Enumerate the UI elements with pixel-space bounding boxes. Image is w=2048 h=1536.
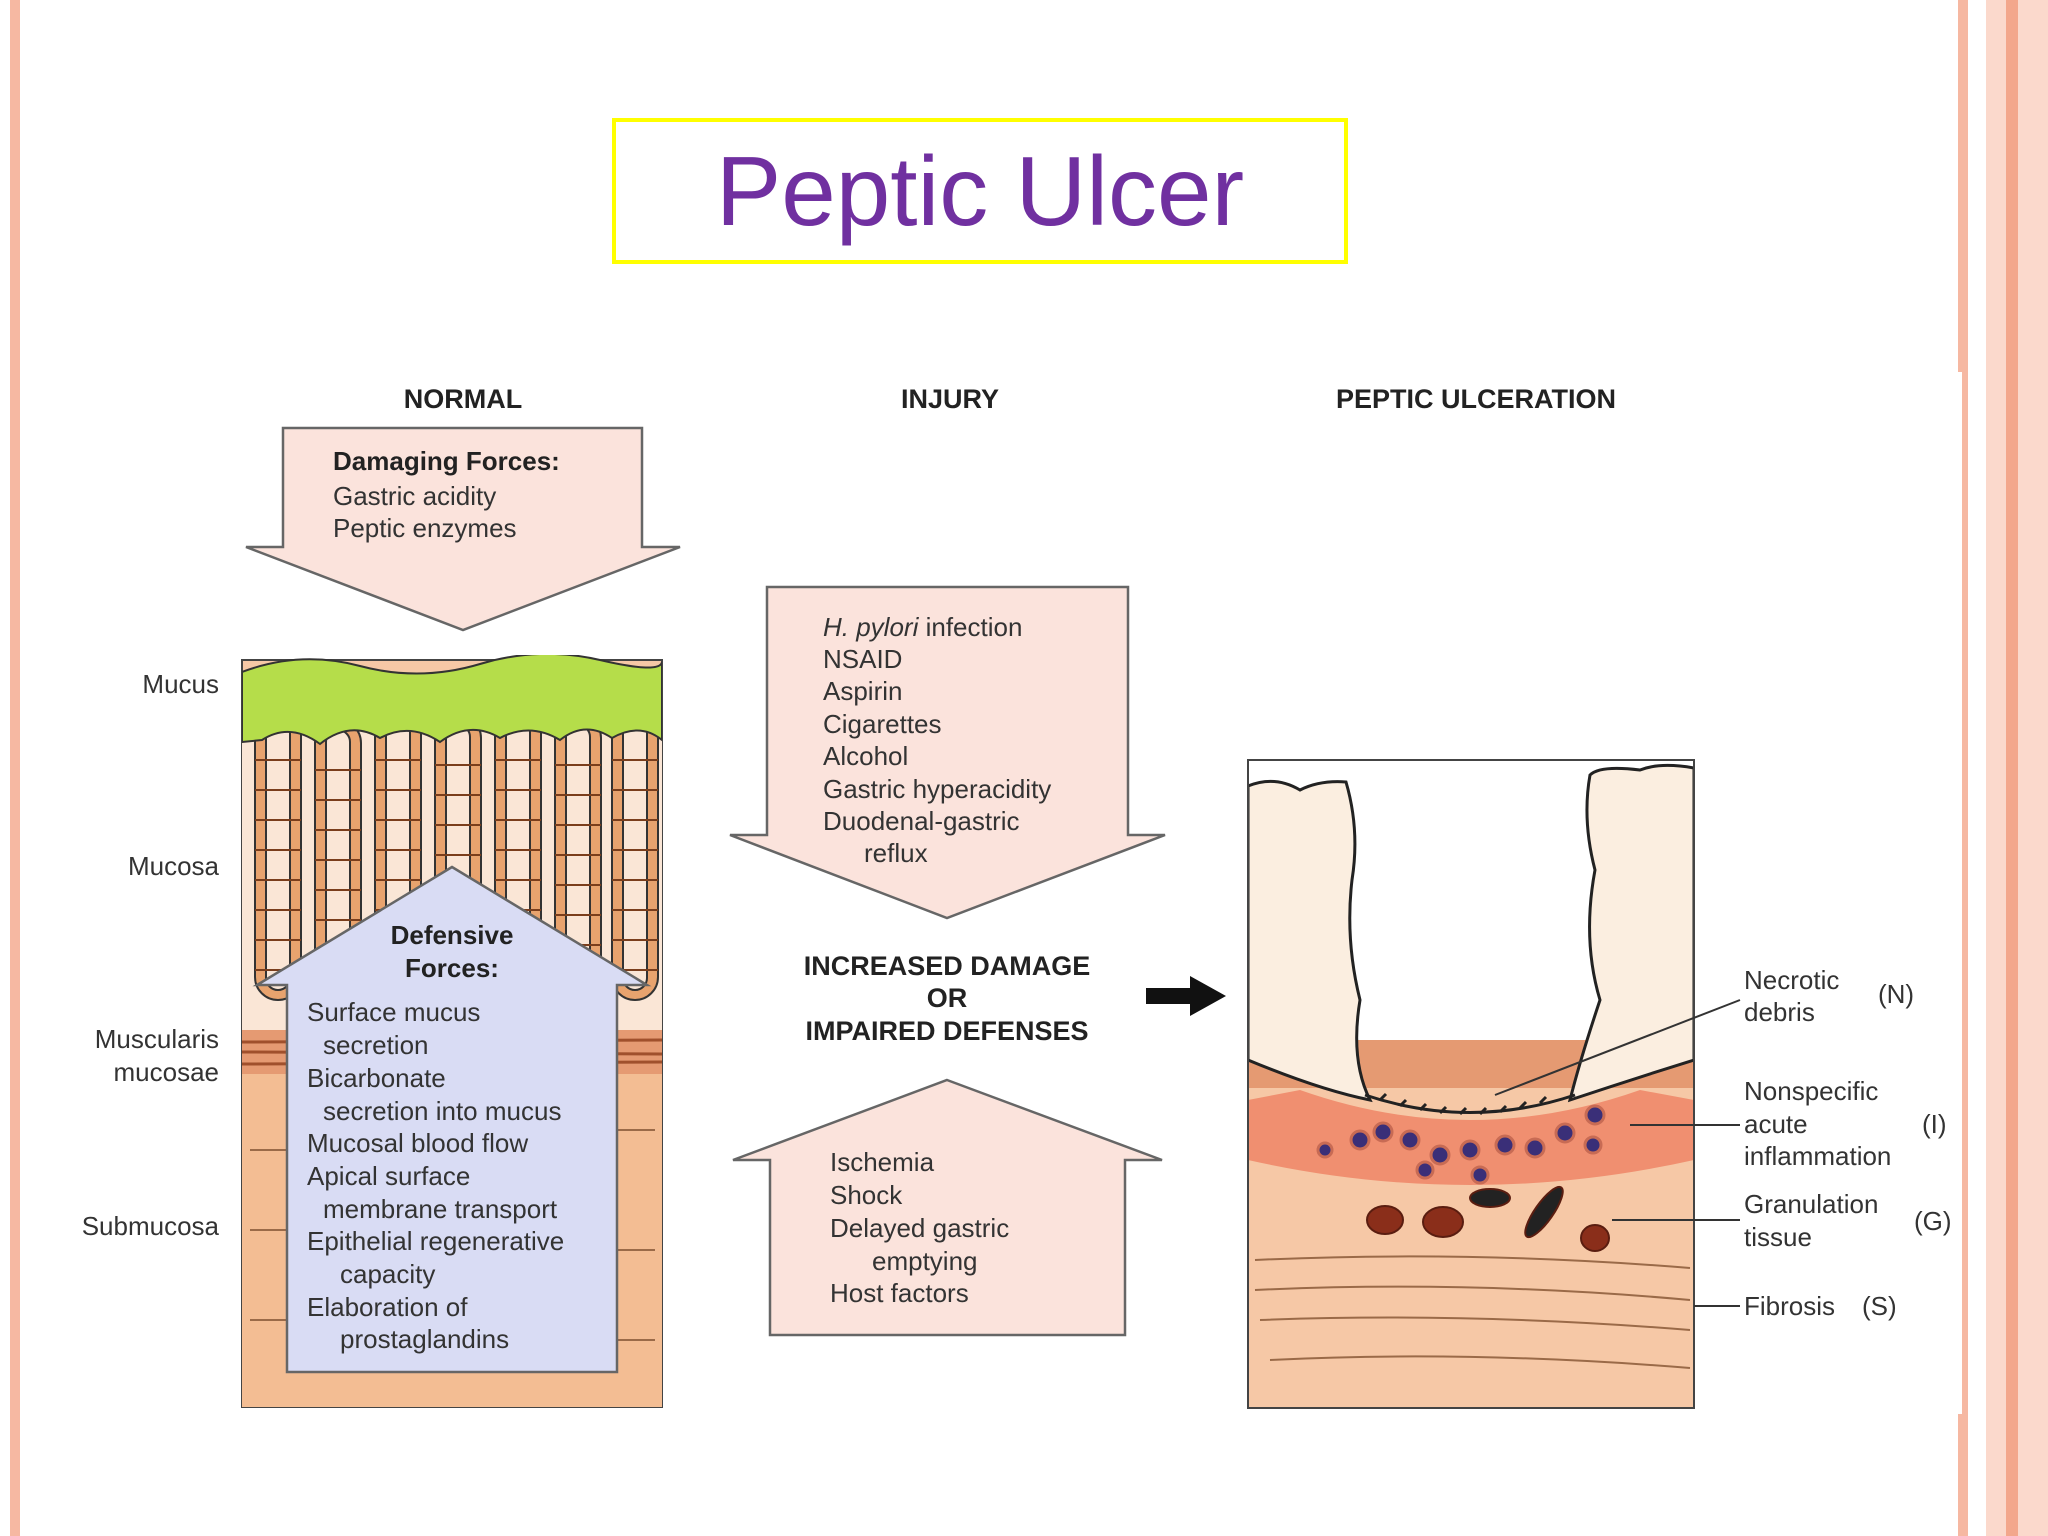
ulcer-left-wall <box>1248 779 1373 1103</box>
damaging-forces-heading: Damaging Forces: <box>333 446 560 476</box>
injury-bottom-line: emptying <box>872 1246 978 1276</box>
damaging-forces-arrow <box>245 426 681 632</box>
label-fibrosis: Fibrosis <box>1744 1291 1835 1321</box>
ulcer-right-wall <box>1567 763 1694 1103</box>
ulcer-tissue-block <box>1247 759 1695 1409</box>
defensive-line: Apical surface <box>307 1161 470 1191</box>
defensive-line: Elaboration of <box>307 1292 468 1322</box>
middle-text-line-1: INCREASED DAMAGE <box>804 951 1091 981</box>
defensive-line: Bicarbonate <box>307 1063 446 1093</box>
leader-line-necrotic <box>1494 999 1741 1096</box>
label-fibrosis-code: (S) <box>1862 1291 1897 1321</box>
label-debris: debris <box>1744 997 1815 1027</box>
defensive-line: secretion into mucus <box>323 1096 561 1126</box>
defensive-line: Mucosal blood flow <box>307 1128 528 1158</box>
injury-line-pylori: H. pylori infection <box>823 612 1022 642</box>
slide-title: Peptic Ulcer <box>715 135 1245 246</box>
column-header-ulceration: PEPTIC ULCERATION <box>1336 384 1616 414</box>
granulation-vessels <box>1366 1185 1610 1252</box>
damaging-item-acidity: Gastric acidity <box>333 481 496 511</box>
defensive-line: Epithelial regenerative <box>307 1226 564 1256</box>
defensive-line: prostaglandins <box>340 1324 509 1354</box>
defensive-line: membrane transport <box>323 1194 558 1224</box>
inflammatory-cells <box>1316 1104 1606 1185</box>
injury-line: NSAID <box>823 644 902 674</box>
column-header-injury: INJURY <box>901 384 999 414</box>
defensive-line: capacity <box>340 1259 435 1289</box>
defensive-line: secretion <box>323 1030 429 1060</box>
label-necrotic-code: (N) <box>1878 979 1914 1009</box>
defensive-line: Surface mucus <box>307 997 480 1027</box>
layer-label-submucosa: Submucosa <box>82 1211 220 1241</box>
defensive-heading-1: Defensive <box>391 920 514 950</box>
necrotic-debris-line <box>1364 1093 1576 1114</box>
injury-line: Alcohol <box>823 741 908 771</box>
title-box: Peptic Ulcer <box>612 118 1348 264</box>
label-nonspecific: Nonspecific <box>1744 1076 1878 1106</box>
mucus-layer <box>242 655 662 746</box>
right-frame-stripe <box>2006 0 2018 1536</box>
right-arrow-icon <box>1146 976 1226 1016</box>
injury-bottom-line: Host factors <box>830 1278 969 1308</box>
right-frame-border <box>1958 0 1968 1536</box>
middle-text-line-2: OR <box>927 983 968 1013</box>
fibrosis-lines <box>1254 1255 1691 1369</box>
left-frame-border <box>10 0 20 1536</box>
middle-text-line-3: IMPAIRED DEFENSES <box>805 1016 1088 1046</box>
injury-defense-arrow <box>732 1078 1163 1337</box>
defensive-forces-arrow <box>252 865 652 1374</box>
injury-line: Duodenal-gastric <box>823 806 1020 836</box>
injury-damaging-arrow <box>729 585 1166 920</box>
label-granulation-code: (G) <box>1914 1206 1952 1236</box>
injury-line: Gastric hyperacidity <box>823 774 1051 804</box>
injury-line: Aspirin <box>823 676 902 706</box>
label-inflammation-code: (I) <box>1922 1109 1947 1139</box>
layer-label-mucosae: mucosae <box>114 1057 220 1087</box>
layer-label-muscularis: Muscularis <box>95 1024 219 1054</box>
layer-label-mucus: Mucus <box>142 669 219 699</box>
label-tissue: tissue <box>1744 1222 1812 1252</box>
label-acute: acute <box>1744 1109 1808 1139</box>
damaging-item-enzymes: Peptic enzymes <box>333 513 517 543</box>
label-inflammation: inflammation <box>1744 1141 1891 1171</box>
injury-line: reflux <box>864 838 928 868</box>
injury-bottom-line: Delayed gastric <box>830 1213 1009 1243</box>
injury-line: Cigarettes <box>823 709 942 739</box>
column-header-normal: NORMAL <box>404 384 522 414</box>
injury-bottom-line: Shock <box>830 1180 903 1210</box>
label-necrotic: Necrotic <box>1744 965 1839 995</box>
injury-bottom-line: Ischemia <box>830 1147 935 1177</box>
layer-label-mucosa: Mucosa <box>128 851 220 881</box>
label-granulation: Granulation <box>1744 1189 1878 1219</box>
defensive-heading-2: Forces: <box>405 953 499 983</box>
